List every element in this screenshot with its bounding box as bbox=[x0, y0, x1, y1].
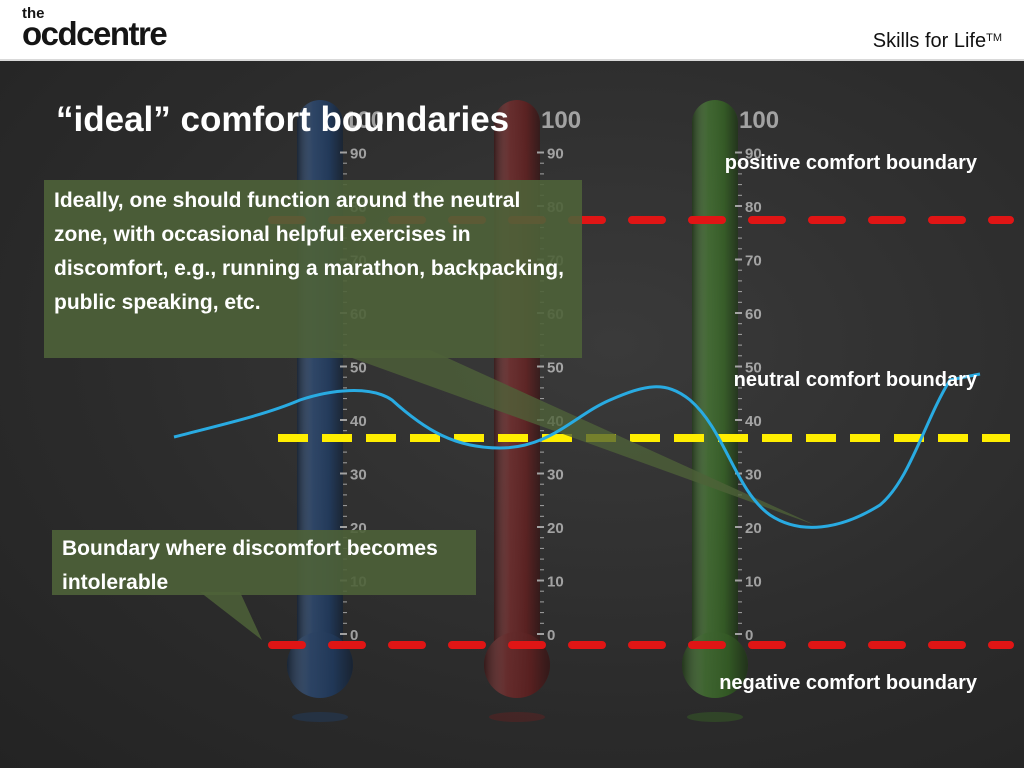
thermometer-scale-label: 10 bbox=[547, 574, 564, 591]
thermometer-scale-label: 30 bbox=[745, 467, 762, 484]
thermometer-scale-label: 50 bbox=[350, 360, 367, 377]
thermometer-scale-label: 90 bbox=[745, 146, 762, 163]
boundary-note-pointer bbox=[200, 592, 262, 640]
ideal-note-pointer bbox=[330, 350, 815, 525]
thermometer-scale-label: 10 bbox=[745, 574, 762, 591]
neutral-boundary-label: neutral comfort boundary bbox=[733, 369, 977, 391]
thermometer-scale-label: 30 bbox=[547, 467, 564, 484]
thermometer-scale-label: 40 bbox=[350, 413, 367, 430]
thermometer-scale-label: 70 bbox=[745, 253, 762, 270]
thermometer-scale-label: 30 bbox=[350, 467, 367, 484]
thermometer-scale-label: 20 bbox=[547, 520, 564, 537]
thermometer-scale-label: 20 bbox=[745, 520, 762, 537]
ocdcentre-logo: the ocdcentre bbox=[22, 5, 168, 52]
thermometer-scale-label: 90 bbox=[547, 146, 564, 163]
ideal-functioning-note: Ideally, one should function around the … bbox=[44, 180, 582, 358]
header-bar: the ocdcentre Skills for LifeTM bbox=[0, 0, 1024, 61]
thermometer-scale-max: 100 bbox=[541, 107, 581, 134]
thermometer-scale-max: 100 bbox=[344, 107, 384, 134]
thermometer-scale-label: 0 bbox=[547, 627, 555, 644]
tagline-text: Skills for Life bbox=[872, 30, 987, 52]
thermometer-scale-label: 60 bbox=[745, 306, 762, 323]
positive-boundary-label: positive comfort boundary bbox=[724, 152, 977, 174]
thermometer-scale-label: 40 bbox=[745, 413, 762, 430]
thermometer-scale-max: 100 bbox=[739, 107, 779, 134]
negative-boundary-label: negative comfort boundary bbox=[719, 672, 977, 694]
thermometer-scale-label: 0 bbox=[350, 627, 358, 644]
thermometer-scale-label: 80 bbox=[745, 199, 762, 216]
thermometer-shadow bbox=[292, 712, 348, 722]
thermometer-shadow bbox=[489, 712, 545, 722]
intolerable-boundary-note: Boundary where discomfort becomes intole… bbox=[52, 530, 476, 595]
slide-title: “ideal” comfort boundaries bbox=[56, 100, 510, 139]
logo-small-text: the bbox=[22, 5, 45, 22]
thermometer-tube-shade bbox=[692, 100, 738, 665]
thermometer-scale-label: 90 bbox=[350, 146, 367, 163]
thermometer-scale-label: 50 bbox=[547, 360, 564, 377]
thermometer-scale-label: 50 bbox=[745, 360, 762, 377]
thermometer-shadow bbox=[687, 712, 743, 722]
comfort-level-curve bbox=[173, 372, 981, 529]
thermometer-scale-label: 0 bbox=[745, 627, 753, 644]
logo-big-text: ocdcentre bbox=[22, 15, 168, 52]
trademark-mark: TM bbox=[986, 32, 1002, 44]
skills-for-life-tagline: Skills for LifeTM bbox=[873, 30, 1002, 53]
